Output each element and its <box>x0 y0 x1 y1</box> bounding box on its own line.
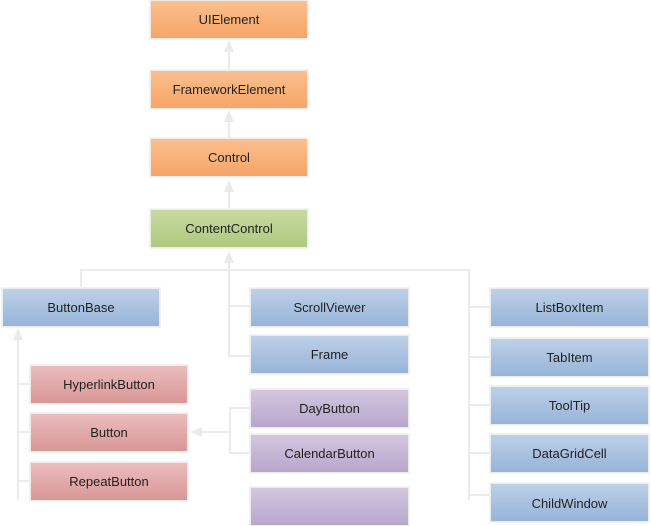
node-tabitem: TabItem <box>490 338 649 377</box>
node-repeatbutton: RepeatButton <box>30 462 188 501</box>
arrowhead-frameworkelement <box>224 110 234 122</box>
node-buttonbase: ButtonBase <box>2 288 160 327</box>
node-tooltip: ToolTip <box>490 386 649 425</box>
connector-layer <box>13 40 490 500</box>
edge-calendar-buttons <box>229 407 250 454</box>
node-frameworkelement: FrameworkElement <box>150 70 308 109</box>
node-scrollviewer: ScrollViewer <box>250 288 409 327</box>
node-button: Button <box>30 413 188 452</box>
node-daybutton: DayButton <box>250 389 409 428</box>
node-hyperlinkbutton: HyperlinkButton <box>30 365 188 404</box>
node-unlabeled-purple <box>250 487 409 526</box>
node-uielement: UIElement <box>150 0 308 39</box>
arrowhead-uielement <box>224 40 234 52</box>
edge-bus-contentcontrol <box>80 269 470 500</box>
node-datagridcell: DataGridCell <box>490 434 649 473</box>
node-listboxitem: ListBoxItem <box>490 288 649 327</box>
node-calendarbutton: CalendarButton <box>250 434 409 473</box>
arrowhead-buttonbase <box>13 328 23 340</box>
node-control: Control <box>150 138 308 177</box>
arrowhead-button <box>190 427 202 437</box>
node-contentcontrol: ContentControl <box>150 209 308 248</box>
node-frame: Frame <box>250 335 409 374</box>
arrowhead-control <box>224 180 234 192</box>
arrowhead-contentcontrol <box>224 251 234 263</box>
node-childwindow: ChildWindow <box>490 483 649 522</box>
